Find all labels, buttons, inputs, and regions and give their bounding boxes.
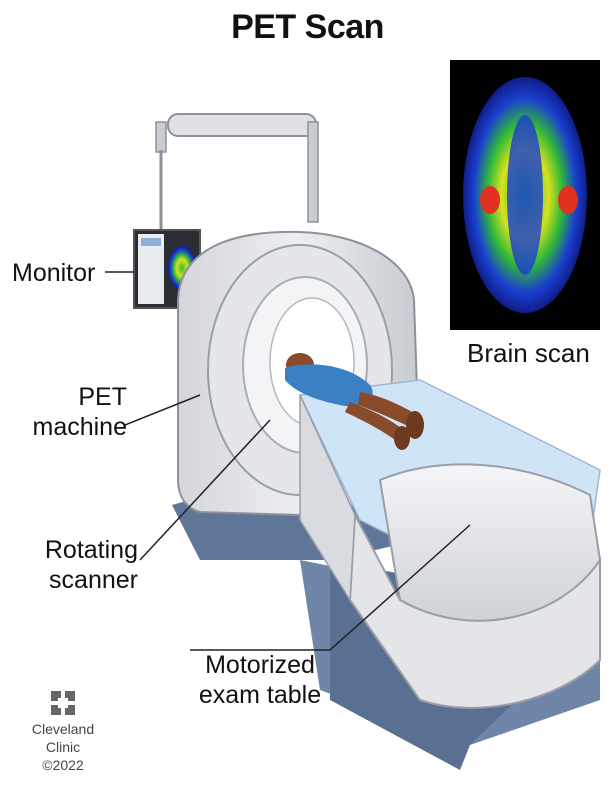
label-monitor: Monitor <box>12 258 95 288</box>
label-motorized-exam-table: Motorized exam table <box>190 650 330 710</box>
credit-copyright: ©2022 <box>42 757 83 773</box>
label-pet-machine: PET machine <box>32 382 127 442</box>
overhead-arm <box>156 114 318 232</box>
credit-org-line-1: Cleveland <box>32 721 94 737</box>
label-rotating-scanner: Rotating scanner <box>20 535 138 595</box>
brain-scan-image <box>450 60 600 330</box>
label-brain-scan: Brain scan <box>467 338 590 368</box>
cleveland-clinic-credit: Cleveland Clinic ©2022 <box>18 690 108 774</box>
page-title: PET Scan <box>0 8 615 47</box>
cleveland-clinic-logo-icon <box>50 690 76 716</box>
credit-org-line-2: Clinic <box>46 739 80 755</box>
